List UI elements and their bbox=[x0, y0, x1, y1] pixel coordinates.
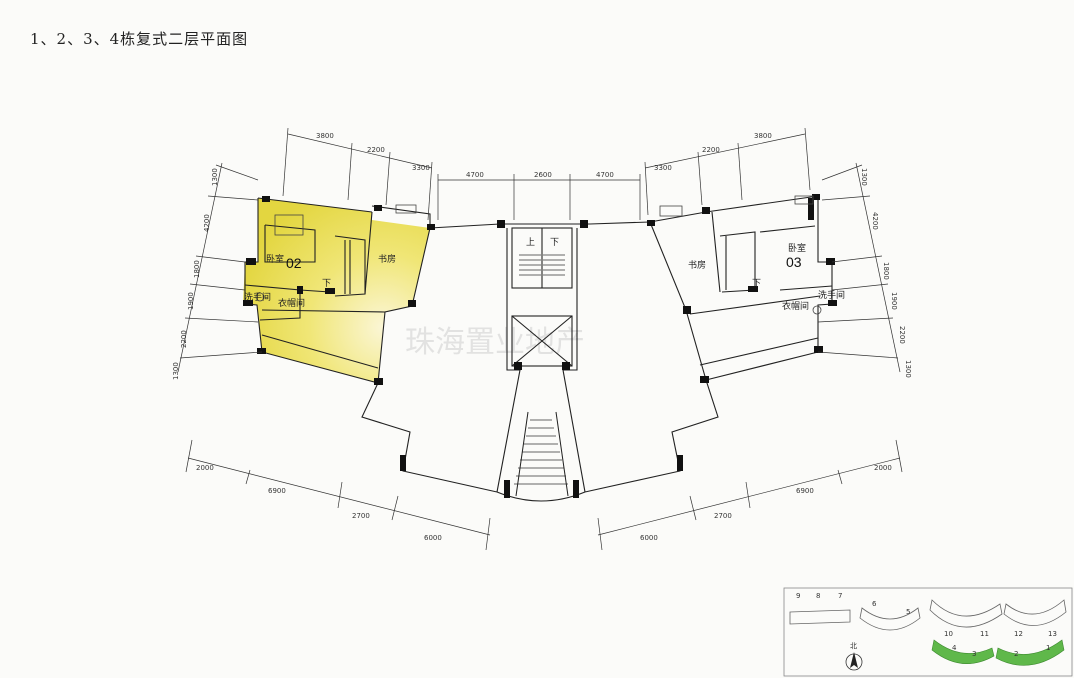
dim-top-left-2: 2200 bbox=[367, 146, 385, 154]
dim-left-3: 1800 bbox=[193, 260, 201, 278]
central-stairs bbox=[514, 254, 568, 485]
key-plan-number-5: 5 bbox=[906, 608, 910, 616]
dim-bottom-left-3: 2700 bbox=[352, 512, 370, 520]
unit-03-number: 03 bbox=[786, 254, 802, 270]
dim-left-5: 2200 bbox=[180, 330, 188, 348]
dim-left-4: 1900 bbox=[187, 292, 195, 310]
key-plan-number-13: 13 bbox=[1048, 630, 1057, 638]
key-plan-number-11: 11 bbox=[980, 630, 989, 638]
key-plan-number-1: 1 bbox=[1046, 644, 1050, 652]
compass-north-label: 北 bbox=[850, 642, 857, 650]
right-fixtures bbox=[659, 195, 822, 315]
core-down-label: 下 bbox=[550, 238, 559, 248]
dim-top-right-1: 3300 bbox=[654, 164, 672, 172]
unit-02-stair-down: 下 bbox=[322, 279, 331, 289]
dim-bottom-right-4: 2000 bbox=[874, 464, 892, 472]
key-plan-number-6: 6 bbox=[872, 600, 877, 608]
core-up-label: 上 bbox=[526, 237, 535, 248]
dim-top-left-1: 3800 bbox=[316, 132, 334, 140]
dim-left-6: 1300 bbox=[172, 362, 180, 380]
dim-right-6: 1300 bbox=[904, 360, 912, 378]
dim-bottom-left-4: 6000 bbox=[424, 534, 442, 542]
key-plan-number-8: 8 bbox=[816, 592, 820, 600]
unit-02-washroom-label: 洗手间 bbox=[244, 291, 271, 303]
left-wall-blocks bbox=[243, 196, 435, 471]
dim-right-4: 1900 bbox=[890, 292, 898, 310]
right-wing-walls bbox=[584, 195, 833, 493]
unit-03-bedroom-label: 卧室 bbox=[788, 242, 806, 254]
dim-bottom-right-3: 6900 bbox=[796, 487, 814, 495]
dim-bottom-left-1: 2000 bbox=[196, 464, 214, 472]
dim-top-center-1: 4700 bbox=[466, 171, 484, 179]
key-plan-number-12: 12 bbox=[1014, 630, 1023, 638]
dim-bottom-right-2: 2700 bbox=[714, 512, 732, 520]
unit-02-study-label: 书房 bbox=[378, 253, 396, 265]
north-compass-icon bbox=[845, 652, 863, 671]
dim-right-2: 4200 bbox=[871, 212, 879, 230]
right-wall-blocks bbox=[647, 194, 837, 471]
central-stair-flight bbox=[515, 411, 569, 497]
unit-03-study-label: 书房 bbox=[688, 259, 706, 271]
key-plan-number-2: 2 bbox=[1014, 650, 1018, 658]
key-plan-number-7: 7 bbox=[838, 592, 842, 600]
dim-bottom-right-1: 6000 bbox=[640, 534, 658, 542]
key-plan-number-9: 9 bbox=[796, 592, 800, 600]
dim-right-3: 1800 bbox=[882, 262, 890, 280]
left-fixtures bbox=[255, 204, 417, 302]
dim-top-left-3: 3300 bbox=[412, 164, 430, 172]
dim-bottom-left-2: 6900 bbox=[268, 487, 286, 495]
central-core bbox=[496, 221, 651, 502]
unit-03-closet-label: 衣帽间 bbox=[782, 300, 809, 312]
key-plan: 9 8 7 6 5 10 11 12 13 4 3 2 1 bbox=[783, 587, 1073, 677]
dim-right-5: 2200 bbox=[898, 326, 906, 344]
dimension-lines bbox=[177, 127, 903, 551]
unit-02-bedroom-label: 卧室 bbox=[266, 253, 284, 265]
unit-02-number: 02 bbox=[286, 255, 302, 271]
unit-03-stair-down: 下 bbox=[752, 279, 761, 289]
dim-top-right-3: 3800 bbox=[754, 132, 772, 140]
dim-left-1: 1300 bbox=[211, 168, 219, 186]
dim-right-1: 1300 bbox=[860, 168, 868, 186]
dim-top-center-2: 2600 bbox=[534, 171, 552, 179]
core-wall-blocks bbox=[497, 220, 588, 498]
unit-03-washroom-label: 洗手间 bbox=[818, 289, 845, 301]
dim-top-center-3: 4700 bbox=[596, 171, 614, 179]
dim-left-2: 4200 bbox=[203, 214, 211, 232]
key-plan-highlight-buildings bbox=[931, 639, 1065, 666]
key-plan-number-4: 4 bbox=[952, 644, 957, 652]
page-title: 1、2、3、4栋复式二层平面图 bbox=[30, 30, 249, 48]
unit-02-highlight bbox=[243, 198, 430, 383]
key-plan-number-10: 10 bbox=[944, 630, 953, 638]
key-plan-number-3: 3 bbox=[972, 650, 976, 658]
dim-top-right-2: 2200 bbox=[702, 146, 720, 154]
unit-02-closet-label: 衣帽间 bbox=[278, 297, 305, 309]
